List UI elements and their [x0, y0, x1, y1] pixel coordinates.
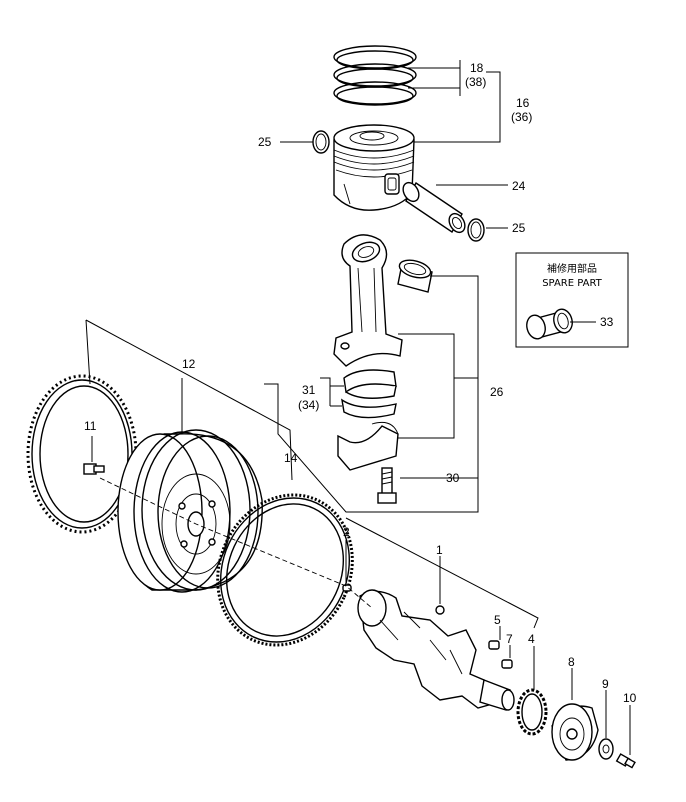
crank-pulley — [551, 703, 599, 761]
washer — [598, 738, 614, 760]
ring-gear — [216, 493, 354, 647]
flywheel-bolt — [83, 463, 105, 475]
crankshaft — [357, 589, 515, 711]
label-14: 14 — [284, 451, 298, 465]
label-25-top: 25 — [258, 135, 272, 149]
snap-ring-top — [312, 130, 330, 154]
dowel-pin — [342, 584, 352, 592]
label-33: 33 — [600, 315, 614, 329]
label-7: 7 — [506, 632, 513, 646]
connecting-rod-bolt — [377, 467, 397, 504]
bearing-shell-lower — [341, 398, 397, 419]
key-7 — [501, 659, 513, 669]
flywheel — [117, 429, 263, 593]
bearing-shell-upper — [343, 369, 397, 399]
connecting-rod-cap — [337, 421, 399, 471]
connecting-rod — [333, 234, 403, 367]
label-11: 11 — [84, 419, 97, 433]
leader-lines — [85, 60, 631, 755]
piston — [333, 124, 415, 211]
label-2: 2 — [343, 525, 350, 539]
label-16: 16 — [516, 96, 530, 110]
label-18-alt: (38) — [465, 75, 486, 89]
label-18: 18 — [470, 61, 484, 75]
label-5: 5 — [494, 613, 501, 627]
label-26: 26 — [490, 385, 504, 399]
pulley-bolt — [615, 753, 636, 769]
label-31: 31 — [302, 383, 316, 397]
label-9: 9 — [602, 677, 609, 691]
spare-title-en: SPARE PART — [542, 278, 602, 289]
steel-ball — [435, 605, 445, 615]
label-8: 8 — [568, 655, 575, 669]
label-16-alt: (36) — [511, 110, 532, 124]
piston-rings — [333, 45, 417, 106]
crank-gear — [516, 688, 548, 736]
label-4: 4 — [528, 632, 535, 646]
spare-part-box: 補修用部品 SPARE PART — [515, 252, 629, 348]
key-5 — [488, 640, 500, 650]
label-1: 1 — [436, 543, 443, 557]
label-24: 24 — [512, 179, 526, 193]
label-10: 10 — [623, 691, 637, 705]
small-end-bushing — [397, 259, 433, 293]
spare-title-jp: 補修用部品 — [547, 262, 597, 275]
part-labels: 18 (38) 16 (36) 25 24 25 33 26 31 (34) 3… — [84, 61, 637, 705]
label-30: 30 — [446, 471, 460, 485]
piston-pin — [402, 181, 466, 234]
label-25-right: 25 — [512, 221, 526, 235]
snap-ring-right — [467, 218, 485, 242]
label-12: 12 — [182, 357, 196, 371]
label-31-alt: (34) — [298, 398, 319, 412]
